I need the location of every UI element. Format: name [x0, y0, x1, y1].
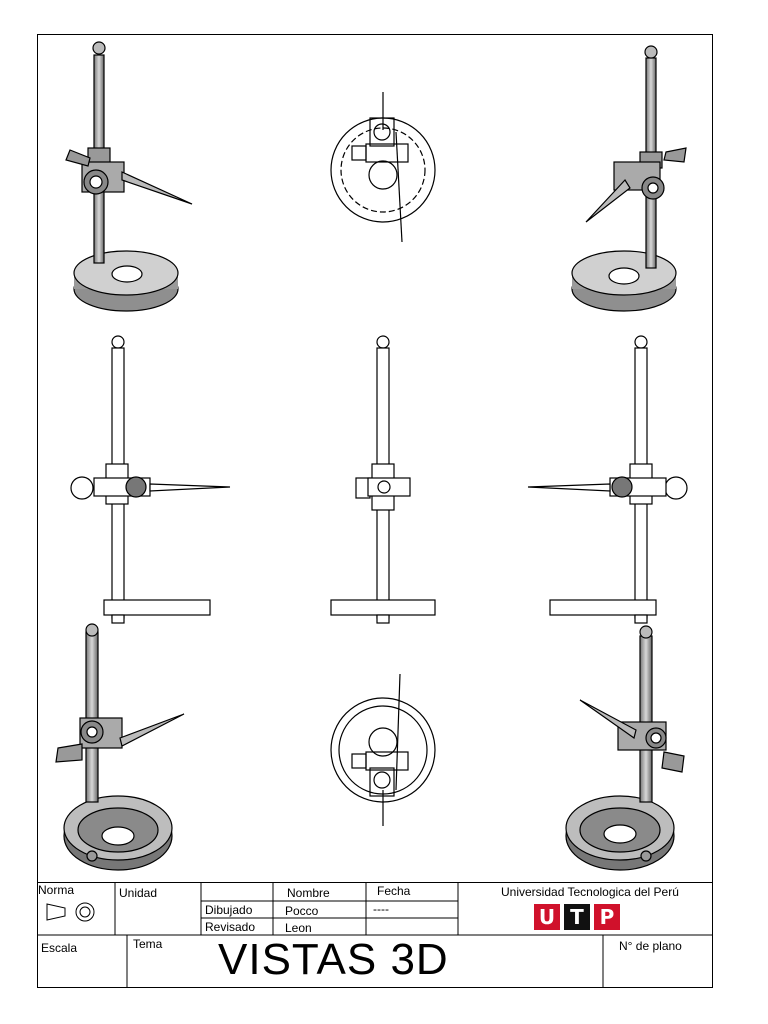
university-name: Universidad Tecnologica del Perú: [501, 885, 679, 899]
projection-symbol-icon: [46, 902, 95, 922]
logo-letter-t: T: [564, 904, 590, 930]
drawing-views: [55, 41, 688, 871]
tema-label: Tema: [133, 937, 163, 951]
revisado-label: Revisado: [205, 920, 256, 934]
revisado-nombre: Leon: [285, 921, 312, 935]
front-view-right: [527, 335, 688, 624]
iso-view-bottom-right: [565, 625, 685, 871]
iso-view-top-right: [571, 45, 687, 312]
bottom-view: [330, 673, 436, 826]
nombre-header: Nombre: [287, 886, 330, 900]
fecha-header: Fecha: [377, 884, 411, 898]
dibujado-fecha: ----: [373, 902, 389, 916]
logo-letter-u: U: [534, 904, 560, 930]
dibujado-nombre: Pocco: [285, 904, 319, 918]
drawing-sheet-border: [37, 34, 713, 988]
unidad-label: Unidad: [119, 886, 158, 900]
top-view: [330, 92, 436, 243]
plano-number-label: N° de plano: [619, 939, 682, 953]
iso-view-bottom-left: [55, 623, 185, 871]
front-view-left: [70, 335, 231, 624]
iso-view-top-left: [65, 41, 193, 312]
title-block: Norma Unidad Nombre Fecha Dibujado Pocco…: [37, 882, 713, 988]
dibujado-label: Dibujado: [205, 903, 253, 917]
drawing-title: VISTAS 3D: [218, 935, 449, 984]
norma-label: Norma: [38, 883, 75, 897]
escala-label: Escala: [41, 941, 78, 955]
title-block-lines: [37, 882, 713, 988]
front-view-center: [330, 335, 436, 624]
logo-letter-p: P: [594, 904, 620, 930]
